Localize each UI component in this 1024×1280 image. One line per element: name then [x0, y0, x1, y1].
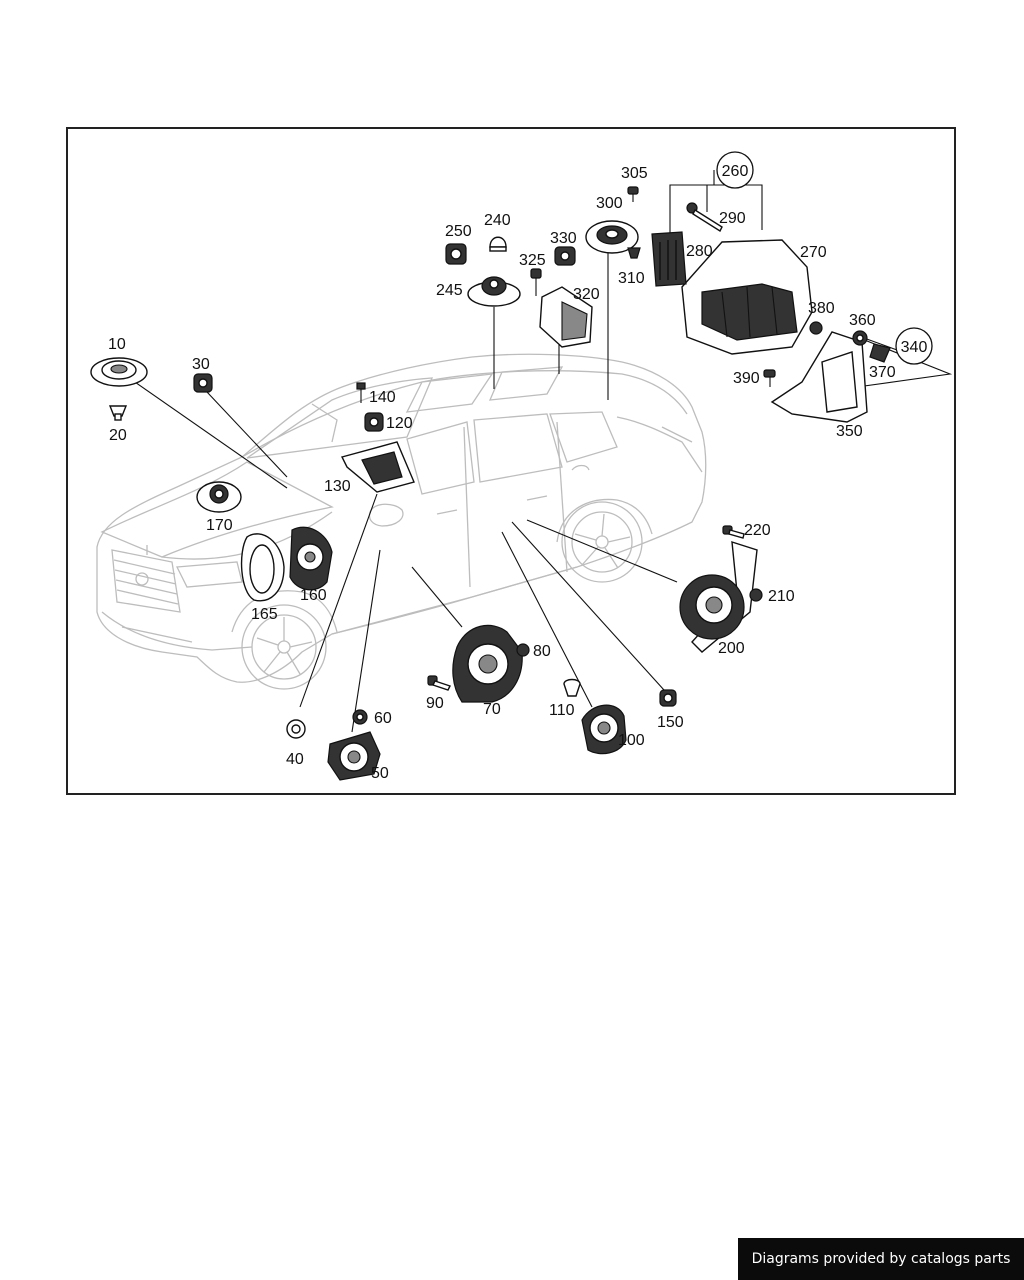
part-270-amplifier-housing[interactable]: [681, 239, 813, 355]
part-290-screw[interactable]: [686, 202, 723, 233]
label-270: 270: [800, 244, 827, 261]
part-160-speaker[interactable]: [289, 526, 333, 591]
part-305-screw[interactable]: [627, 186, 639, 202]
part-40-grommet[interactable]: [286, 719, 306, 739]
leader-lines: [131, 170, 953, 733]
label-320: 320: [573, 286, 600, 303]
part-70-door-speaker[interactable]: [452, 624, 523, 703]
label-305: 305: [621, 165, 648, 182]
parts-diagram: 10 20 30 40 50 60 70 80 90 100 110 120 1…: [90, 151, 953, 782]
label-380: 380: [808, 300, 835, 317]
label-40: 40: [286, 751, 304, 768]
label-130: 130: [324, 478, 351, 495]
part-10-tweeter[interactable]: [90, 357, 148, 387]
circled-label-260: 260: [716, 151, 754, 189]
part-325-screw[interactable]: [530, 268, 542, 296]
part-labels: 10 20 30 40 50 60 70 80 90 100 110 120 1…: [108, 165, 896, 782]
part-220-screw[interactable]: [722, 525, 745, 539]
label-140: 140: [369, 389, 396, 406]
label-90: 90: [426, 695, 444, 712]
part-245-speaker[interactable]: [467, 276, 521, 307]
part-250-nut[interactable]: [445, 243, 467, 265]
footer-credit-text: Diagrams provided by catalogs parts: [751, 1251, 1011, 1267]
car-outline: [96, 353, 707, 690]
part-60-nut[interactable]: [352, 709, 368, 725]
part-50-speaker[interactable]: [327, 731, 381, 781]
label-60: 60: [374, 710, 392, 727]
part-360-nut[interactable]: [852, 330, 868, 346]
part-370-clip[interactable]: [869, 343, 891, 363]
label-120: 120: [386, 415, 413, 432]
label-10: 10: [108, 336, 126, 353]
label-110: 110: [549, 702, 575, 719]
label-150: 150: [657, 714, 684, 731]
label-325: 325: [519, 252, 546, 269]
label-240: 240: [484, 212, 511, 229]
part-200-subwoofer[interactable]: [679, 541, 758, 653]
part-110-clip[interactable]: [563, 678, 581, 697]
label-290: 290: [719, 210, 746, 227]
part-280-amplifier-module[interactable]: [651, 231, 687, 287]
part-210-nut[interactable]: [749, 588, 763, 602]
part-310-clip[interactable]: [627, 247, 641, 259]
label-310: 310: [618, 270, 645, 287]
label-360: 360: [849, 312, 876, 329]
diagram-frame: 10 20 30 40 50 60 70 80 90 100 110 120 1…: [66, 127, 956, 795]
label-280: 280: [686, 243, 713, 260]
part-170-speaker[interactable]: [196, 481, 242, 513]
part-90-screw[interactable]: [427, 675, 451, 691]
label-250: 250: [445, 223, 472, 240]
part-390-screw[interactable]: [763, 369, 776, 387]
footer-credit: Diagrams provided by catalogs parts: [738, 1238, 1024, 1280]
part-350-bracket[interactable]: [770, 331, 868, 423]
label-100: 100: [618, 732, 645, 749]
part-120-nut[interactable]: [364, 412, 384, 432]
part-165-speaker-frame[interactable]: [240, 533, 285, 602]
part-20-clip[interactable]: [108, 405, 128, 421]
label-200: 200: [718, 640, 745, 657]
label-260: 260: [722, 163, 749, 180]
label-30: 30: [192, 356, 210, 373]
part-330-nut[interactable]: [554, 246, 576, 266]
part-130-center-speaker[interactable]: [340, 441, 415, 493]
label-350: 350: [836, 423, 863, 440]
label-165: 165: [251, 606, 278, 623]
label-390: 390: [733, 370, 760, 387]
label-220: 220: [744, 522, 771, 539]
label-170: 170: [206, 517, 233, 534]
part-300-speaker[interactable]: [585, 220, 639, 254]
label-80: 80: [533, 643, 551, 660]
label-340: 340: [901, 339, 928, 356]
part-240-cap[interactable]: [489, 236, 507, 252]
label-300: 300: [596, 195, 623, 212]
label-20: 20: [109, 427, 127, 444]
part-380-screw[interactable]: [809, 321, 823, 335]
label-370: 370: [869, 364, 896, 381]
label-160: 160: [300, 587, 327, 604]
part-320-module[interactable]: [539, 286, 593, 348]
label-245: 245: [436, 282, 463, 299]
label-210: 210: [768, 588, 795, 605]
label-50: 50: [371, 765, 389, 782]
part-100-rear-speaker[interactable]: [581, 704, 627, 755]
label-70: 70: [483, 701, 501, 718]
part-80-nut[interactable]: [516, 643, 530, 657]
part-150-nut[interactable]: [659, 689, 677, 707]
part-140-screw[interactable]: [356, 382, 366, 403]
part-30-nut[interactable]: [193, 373, 213, 393]
circled-label-340: 340: [895, 327, 933, 365]
label-330: 330: [550, 230, 577, 247]
